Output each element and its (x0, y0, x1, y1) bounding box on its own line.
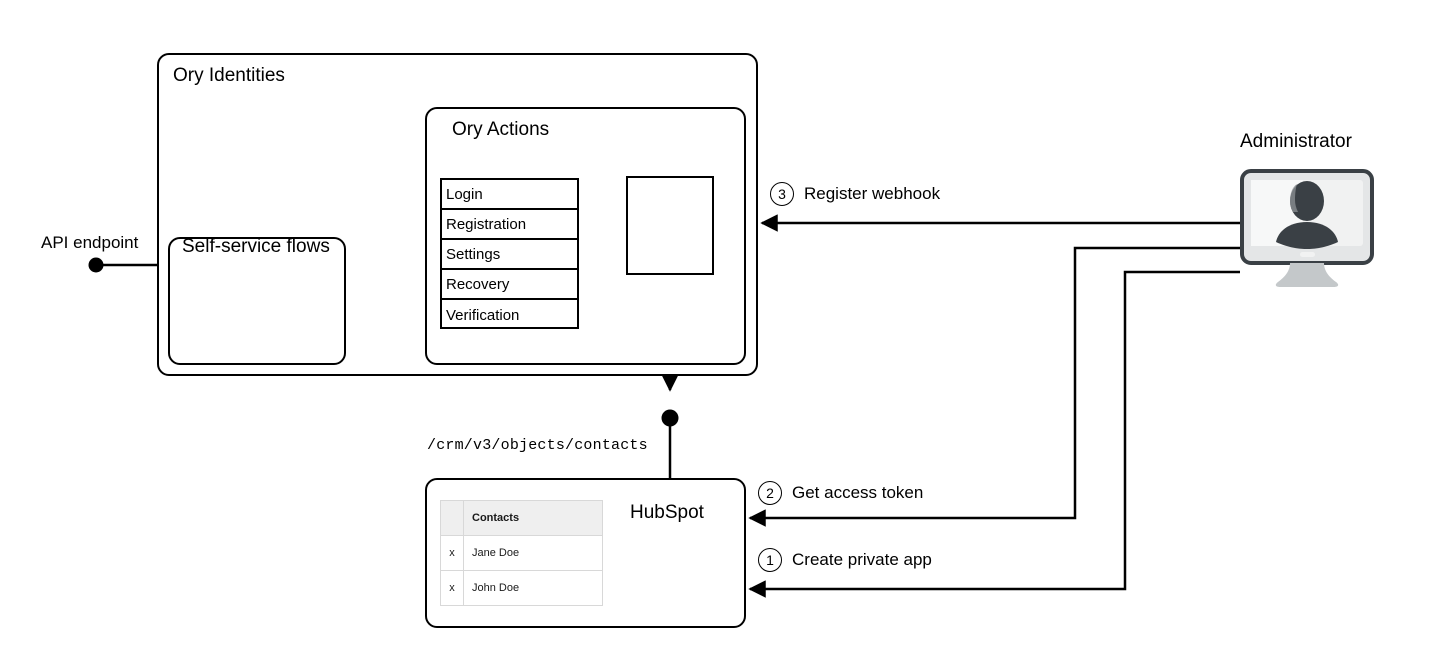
step-number-badge: 3 (770, 182, 794, 206)
self-service-flows-container (168, 237, 346, 365)
webhook-target-box (626, 176, 714, 275)
wire-step-1-create-private-app (748, 270, 1240, 598)
step-number-badge: 2 (758, 481, 782, 505)
flow-label: Login (446, 185, 483, 203)
flow-list-item-settings[interactable]: Settings (442, 240, 577, 270)
contact-flag: x (440, 570, 464, 606)
table-header-contacts: Contacts (463, 500, 603, 536)
step-label: Create private app (792, 550, 932, 569)
step-callout-2: 2 Get access token (758, 481, 923, 505)
flow-label: Recovery (446, 275, 510, 293)
step-label: Register webhook (804, 184, 941, 203)
flow-list-item-registration[interactable]: Registration (442, 210, 577, 240)
api-endpoint-label: API endpoint (41, 233, 139, 252)
wire-api-endpoint (88, 257, 157, 273)
ory-actions-title: Ory Actions (452, 119, 550, 140)
contacts-table: Contacts x Jane Doe x John Doe (440, 500, 603, 606)
monitor-user-icon (1240, 169, 1374, 287)
table-header-flag (440, 500, 464, 536)
administrator-label: Administrator (1240, 131, 1352, 152)
step-callout-3: 3 Register webhook (770, 182, 940, 206)
wire-step-2-get-access-token (748, 246, 1240, 527)
flow-label: Registration (446, 215, 527, 233)
ory-actions-flow-list: Login Registration Settings Recovery Ver… (440, 178, 579, 329)
wire-crm-contacts (661, 409, 679, 478)
flow-list-item-verification[interactable]: Verification (442, 300, 577, 330)
flow-list-item-login[interactable]: Login (442, 180, 577, 210)
flow-list-item-recovery[interactable]: Recovery (442, 270, 577, 300)
contact-name: John Doe (463, 570, 603, 606)
table-row[interactable]: x Jane Doe (440, 535, 603, 571)
step-callout-1: 1 Create private app (758, 548, 932, 572)
flow-label: Verification (446, 306, 520, 324)
self-service-flows-title: Self-service flows (182, 236, 330, 257)
contact-flag: x (440, 535, 464, 571)
flow-label: Settings (446, 245, 501, 263)
hubspot-title: HubSpot (630, 502, 704, 523)
table-row[interactable]: x John Doe (440, 570, 603, 606)
contact-name: Jane Doe (463, 535, 603, 571)
step-label: Get access token (792, 483, 924, 502)
ory-identities-title: Ory Identities (173, 65, 285, 86)
table-header-row: Contacts (440, 500, 603, 536)
crm-api-path-label: /crm/v3/objects/contacts (427, 437, 648, 454)
step-number-badge: 1 (758, 548, 782, 572)
